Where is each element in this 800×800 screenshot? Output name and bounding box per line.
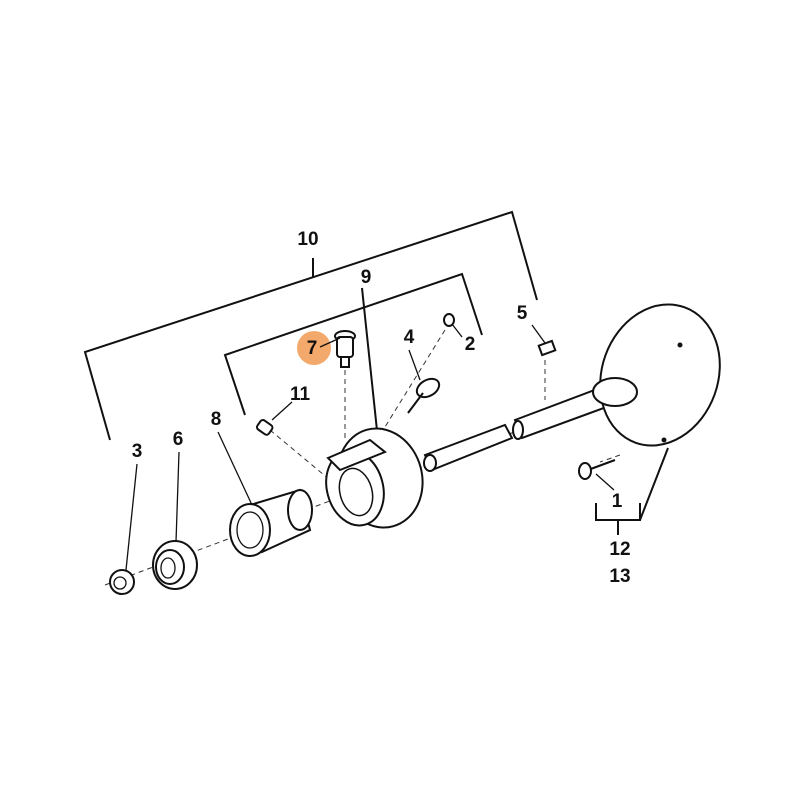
part-8-sleeve (229, 488, 313, 557)
highlight-marker (297, 331, 331, 365)
flange-plate (592, 303, 721, 447)
callout-8[interactable]: 8 (211, 409, 222, 430)
bracket-10 (83, 210, 538, 441)
part-4-bolt (407, 377, 441, 414)
callout-11[interactable]: 11 (290, 384, 311, 405)
bracket-12-13 (595, 447, 669, 535)
part-2-setscrew (443, 313, 455, 327)
callout-9[interactable]: 9 (361, 267, 372, 288)
callout-13[interactable]: 13 (609, 566, 630, 587)
callout-2[interactable]: 2 (465, 334, 476, 355)
part-11-setscrew (256, 419, 274, 436)
part-5-pin (537, 339, 557, 357)
part-7-bolt (334, 330, 356, 368)
part-3-nut (109, 569, 135, 595)
part-1-screw (578, 459, 616, 480)
callout-6[interactable]: 6 (173, 429, 184, 450)
callout-10[interactable]: 10 (297, 229, 318, 250)
callout-7[interactable]: 7 (307, 338, 318, 359)
callout-5[interactable]: 5 (517, 303, 528, 324)
shaft (423, 386, 614, 472)
callout-4[interactable]: 4 (404, 327, 415, 348)
callout-12[interactable]: 12 (609, 539, 630, 560)
callout-1[interactable]: 1 (612, 491, 623, 512)
part-6-bushing (152, 540, 198, 590)
callout-3[interactable]: 3 (132, 441, 143, 462)
bracket-9 (223, 272, 483, 441)
part-9-collar (325, 427, 424, 529)
